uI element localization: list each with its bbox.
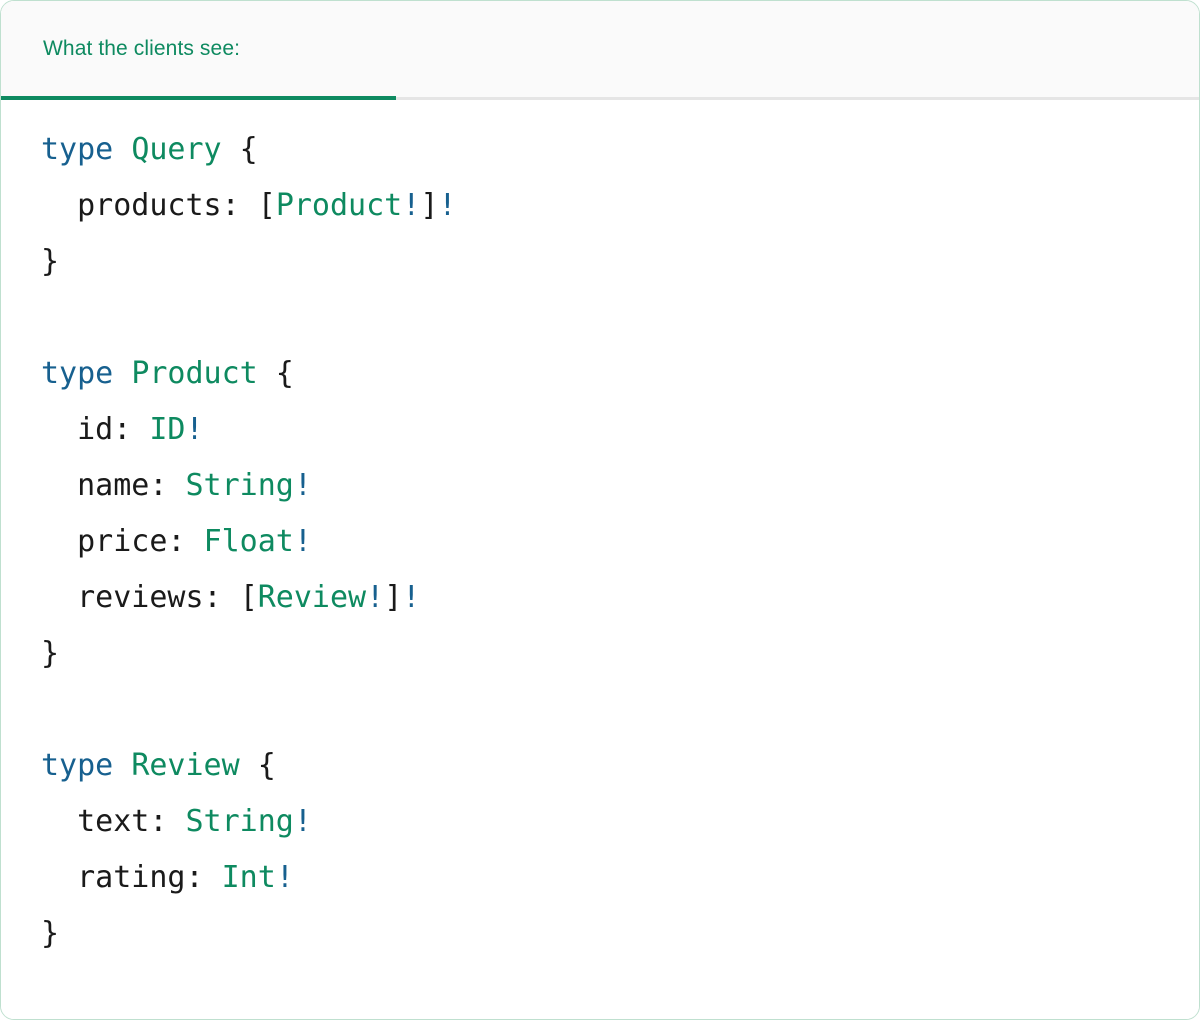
code-token-punc: [113, 356, 131, 391]
code-token-kw: !: [293, 524, 312, 559]
code-token-field: products:: [41, 188, 258, 223]
code-line: text: String!: [41, 794, 1199, 850]
code-token-type: ID: [149, 412, 186, 447]
code-line: id: ID!: [41, 402, 1199, 458]
code-token-punc: }: [41, 636, 60, 671]
code-line: products: [Product!]!: [41, 178, 1199, 234]
code-token-type: Float: [203, 524, 294, 559]
code-token-punc: {: [257, 356, 294, 391]
code-token-punc: }: [41, 916, 60, 951]
code-token-punc: [113, 132, 131, 167]
code-token-kw: !: [293, 468, 312, 503]
code-token-punc: [: [257, 188, 276, 223]
code-token-field: name:: [41, 468, 186, 503]
code-token-kw: type: [41, 748, 114, 783]
tab-bar: What the clients see:: [1, 1, 1199, 100]
code-token-kw: !: [402, 580, 421, 615]
code-token-field: rating:: [41, 860, 222, 895]
code-token-punc: ]: [420, 188, 439, 223]
graphql-schema-code: type Query { products: [Product!]!} type…: [1, 122, 1199, 962]
code-line: }: [41, 626, 1199, 682]
code-token-punc: [113, 748, 131, 783]
code-line: type Product {: [41, 346, 1199, 402]
tab-what-the-clients-see[interactable]: What the clients see:: [1, 1, 396, 100]
code-token-type: Query: [131, 132, 222, 167]
code-token-punc: {: [239, 748, 276, 783]
code-line: [41, 290, 1199, 346]
code-token-field: text:: [41, 804, 186, 839]
code-line: }: [41, 906, 1199, 962]
code-token-kw: !: [293, 804, 312, 839]
code-token-type: Product: [131, 356, 258, 391]
code-token-punc: [: [239, 580, 258, 615]
code-line: reviews: [Review!]!: [41, 570, 1199, 626]
code-token-type: String: [185, 468, 294, 503]
code-token-type: Int: [221, 860, 276, 895]
code-token-punc: ]: [384, 580, 403, 615]
code-token-type: String: [185, 804, 294, 839]
code-token-kw: !: [438, 188, 457, 223]
code-token-field: id:: [41, 412, 150, 447]
code-line: rating: Int!: [41, 850, 1199, 906]
code-line: type Query {: [41, 122, 1199, 178]
code-line: type Review {: [41, 738, 1199, 794]
code-token-kw: !: [185, 412, 204, 447]
code-token-kw: type: [41, 356, 114, 391]
code-line: [41, 682, 1199, 738]
code-token-field: price:: [41, 524, 204, 559]
code-line: price: Float!: [41, 514, 1199, 570]
code-token-type: Review: [131, 748, 240, 783]
code-line: name: String!: [41, 458, 1199, 514]
code-token-type: Product: [275, 188, 403, 223]
code-token-type: Review: [257, 580, 367, 615]
code-token-kw: !: [275, 860, 294, 895]
code-token-kw: !: [402, 188, 421, 223]
code-line: }: [41, 234, 1199, 290]
code-token-punc: }: [41, 244, 60, 279]
code-token-field: reviews:: [41, 580, 240, 615]
code-viewer[interactable]: type Query { products: [Product!]!} type…: [1, 100, 1199, 1019]
code-token-kw: type: [41, 132, 114, 167]
tab-label: What the clients see:: [43, 37, 241, 60]
code-token-kw: !: [366, 580, 385, 615]
code-token-punc: {: [221, 132, 258, 167]
